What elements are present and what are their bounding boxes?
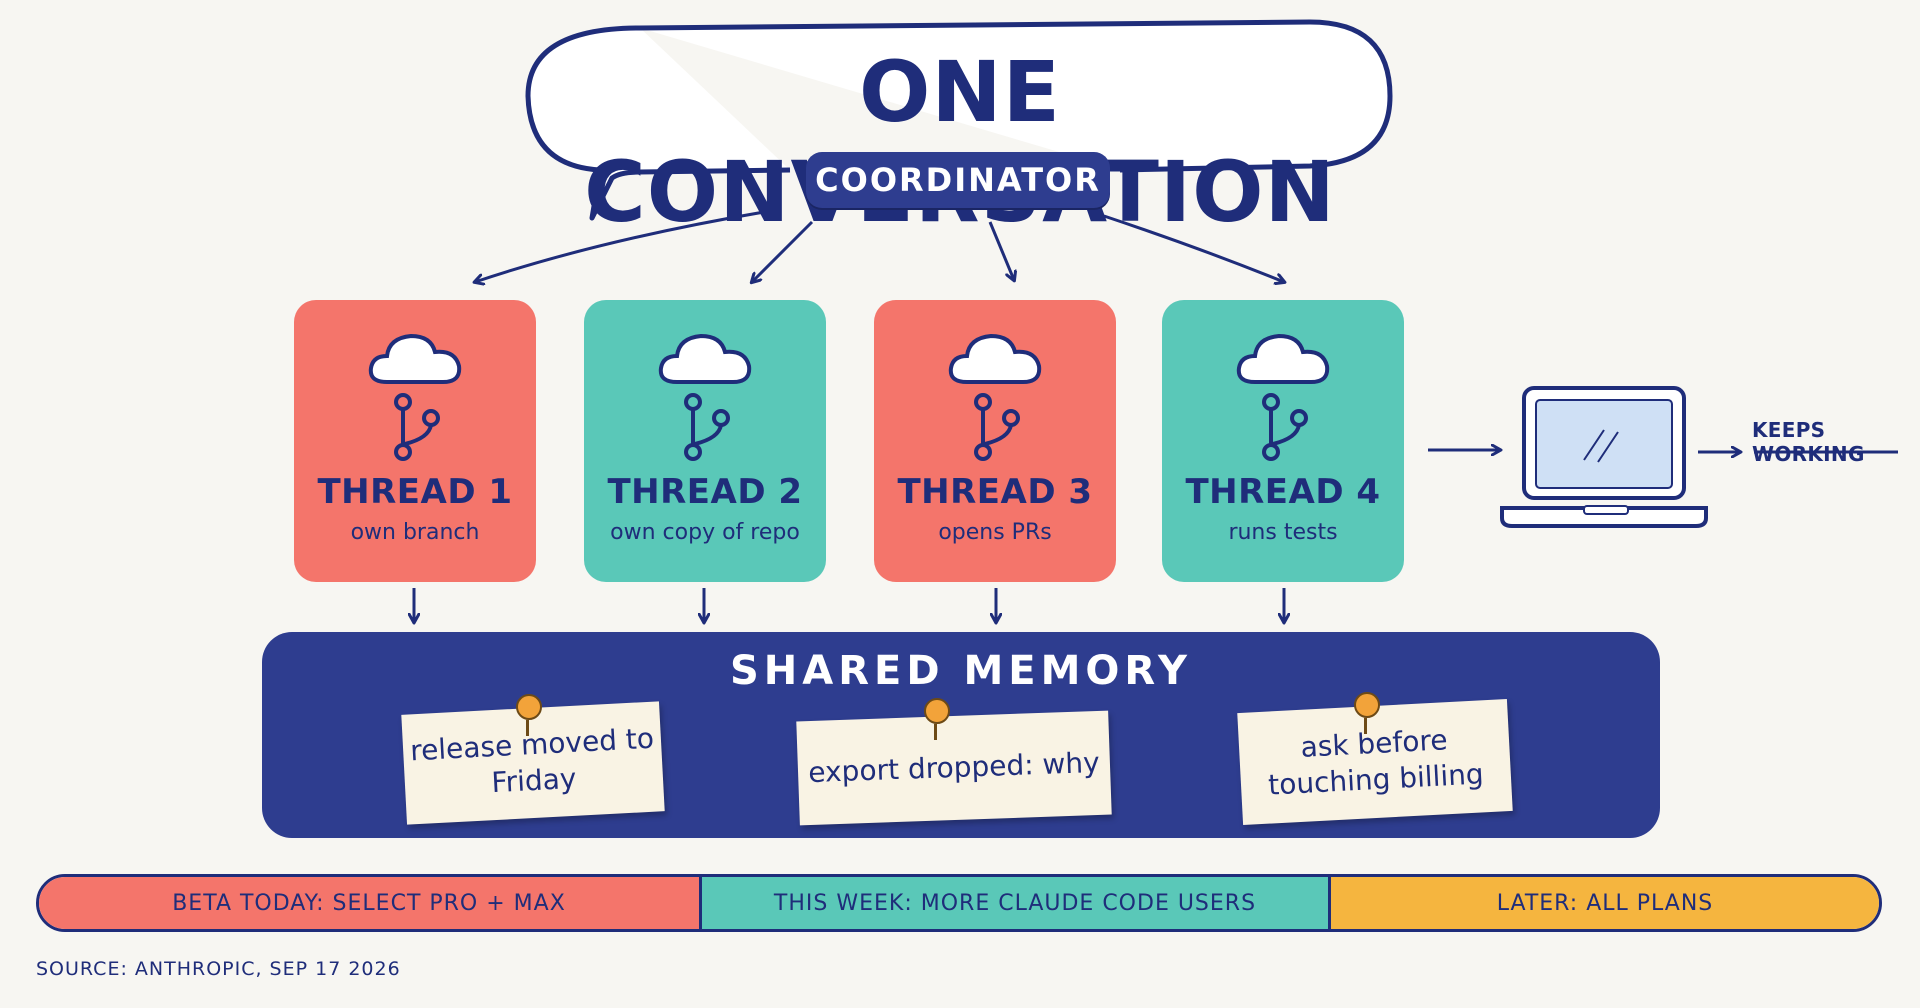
timeline-segment-later: LATER: ALL PLANS: [1328, 877, 1879, 929]
cloud-icon: [368, 333, 462, 384]
shared-memory-title: SHARED MEMORY: [729, 648, 1192, 694]
cloud-icon: [948, 333, 1042, 384]
branch-icon: [1262, 393, 1308, 461]
arrow-to-thread-1: [475, 210, 765, 282]
branch-icon: [684, 393, 730, 461]
thread-subtitle: own copy of repo: [610, 520, 800, 545]
memory-note-2: export dropped: why: [796, 710, 1112, 826]
thread-card-1: THREAD 1 own branch: [294, 300, 536, 582]
thread-subtitle: opens PRs: [938, 520, 1052, 545]
branch-icon: [974, 393, 1020, 461]
arrow-to-thread-2: [752, 220, 814, 282]
thread-card-3: THREAD 3 opens PRs: [874, 300, 1116, 582]
cloud-icon: [1236, 333, 1330, 384]
arrow-to-thread-3: [988, 221, 1014, 280]
coordinator-badge: COORDINATOR: [806, 152, 1110, 208]
pin-icon: [924, 698, 950, 740]
page-title: ONE CONVERSATION: [584, 43, 1335, 241]
timeline-segment-this-week: THIS WEEK: MORE CLAUDE CODE USERS: [699, 877, 1328, 929]
timeline-segment-beta: BETA TODAY: SELECT PRO + MAX: [39, 877, 699, 929]
cloud-icon: [658, 333, 752, 384]
thread-card-4: THREAD 4 runs tests: [1162, 300, 1404, 582]
thread-title: THREAD 4: [1185, 472, 1381, 512]
thread-title: THREAD 2: [607, 472, 803, 512]
source-caption: SOURCE: ANTHROPIC, SEP 17 2026: [36, 958, 401, 980]
thread-title: THREAD 1: [317, 472, 513, 512]
note-text: export dropped: why: [807, 745, 1101, 790]
pin-icon: [516, 694, 542, 736]
thread-title: THREAD 3: [897, 472, 1093, 512]
rollout-timeline: BETA TODAY: SELECT PRO + MAX THIS WEEK: …: [36, 874, 1882, 932]
laptop-icon: [1500, 386, 1708, 528]
thread-card-2: THREAD 2 own copy of repo: [584, 300, 826, 582]
thread-subtitle: own branch: [350, 520, 480, 545]
arrow-to-thread-4: [1103, 214, 1284, 282]
keeps-working-label: KEEPS WORKING: [1752, 418, 1865, 466]
thread-subtitle: runs tests: [1228, 520, 1338, 545]
branch-icon: [394, 393, 440, 461]
pin-icon: [1354, 692, 1380, 734]
speech-bubble: [525, 19, 1393, 221]
